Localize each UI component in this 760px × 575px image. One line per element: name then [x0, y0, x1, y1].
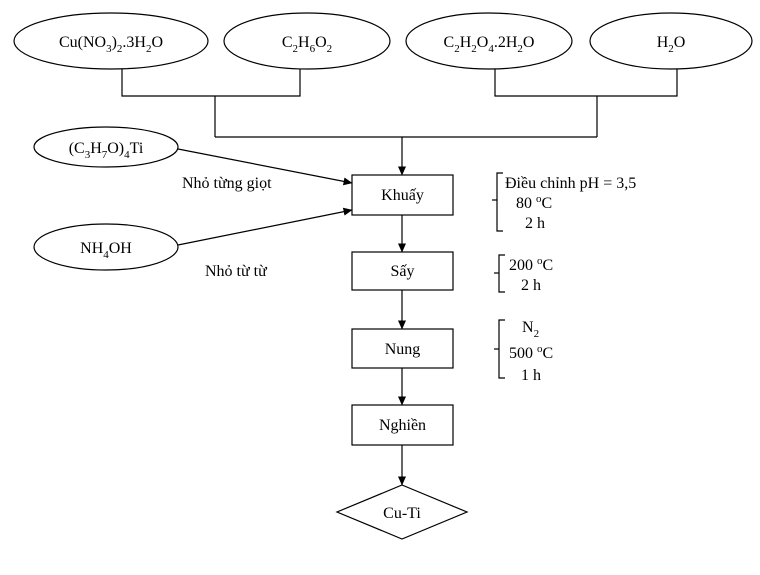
dry-condition-time: 2 h	[521, 277, 541, 294]
reagent-ethylene-glycol-label: C2H6O2	[282, 34, 332, 55]
reagent-water-label: H2O	[657, 34, 686, 55]
stir-condition-ph: Điều chỉnh pH = 3,5	[505, 175, 636, 192]
step-stir-box	[351, 174, 454, 216]
calcine-condition-gas: N2	[522, 319, 539, 340]
reagent-copper-nitrate-ellipse	[13, 12, 209, 70]
stir-condition-time: 2 h	[525, 215, 545, 232]
arrow-titanium-to-stir	[177, 148, 353, 186]
product-label: Cu-Ti	[383, 505, 421, 522]
step-calcine-box	[351, 328, 454, 369]
dry-condition-temp: 200 oC	[509, 255, 553, 274]
reagent-oxalic-acid-label: C2H2O4.2H2O	[444, 34, 535, 55]
step-grind-label: Nghiền	[379, 417, 426, 434]
step-stir-label: Khuấy	[381, 187, 424, 204]
step-grind-box	[351, 404, 454, 446]
dry-conditions-bracket	[498, 254, 505, 293]
reagent-copper-nitrate-label: Cu(NO3)2.3H2O	[59, 34, 163, 55]
arrow-ammonia-to-stir	[177, 207, 353, 246]
reagent-ethylene-glycol-ellipse	[223, 12, 391, 70]
calcine-conditions-bracket	[498, 319, 505, 379]
note-dropwise: Nhỏ từng giọt	[182, 175, 272, 192]
reagent-water-ellipse	[589, 12, 753, 70]
reagent-oxalic-acid-ellipse	[405, 12, 573, 70]
reagent-ammonia-ellipse	[33, 223, 179, 271]
step-dry-box	[351, 251, 454, 291]
reagent-ammonia-label: NH4OH	[80, 240, 132, 261]
calcine-condition-temp: 500 oC	[509, 343, 553, 362]
stir-conditions-bracket	[496, 172, 503, 232]
reagent-titanium-label: (C3H7O)4Ti	[69, 140, 144, 161]
step-calcine-label: Nung	[385, 341, 421, 358]
step-dry-label: Sấy	[391, 263, 415, 280]
connector-right-pair	[494, 69, 678, 97]
stir-condition-temp: 80 oC	[516, 193, 552, 212]
product-diamond	[335, 484, 469, 540]
calcine-condition-time: 1 h	[521, 367, 541, 384]
reagent-titanium-ellipse	[33, 126, 179, 168]
note-slowly: Nhỏ từ từ	[205, 263, 268, 280]
connector-left-pair	[121, 69, 301, 97]
